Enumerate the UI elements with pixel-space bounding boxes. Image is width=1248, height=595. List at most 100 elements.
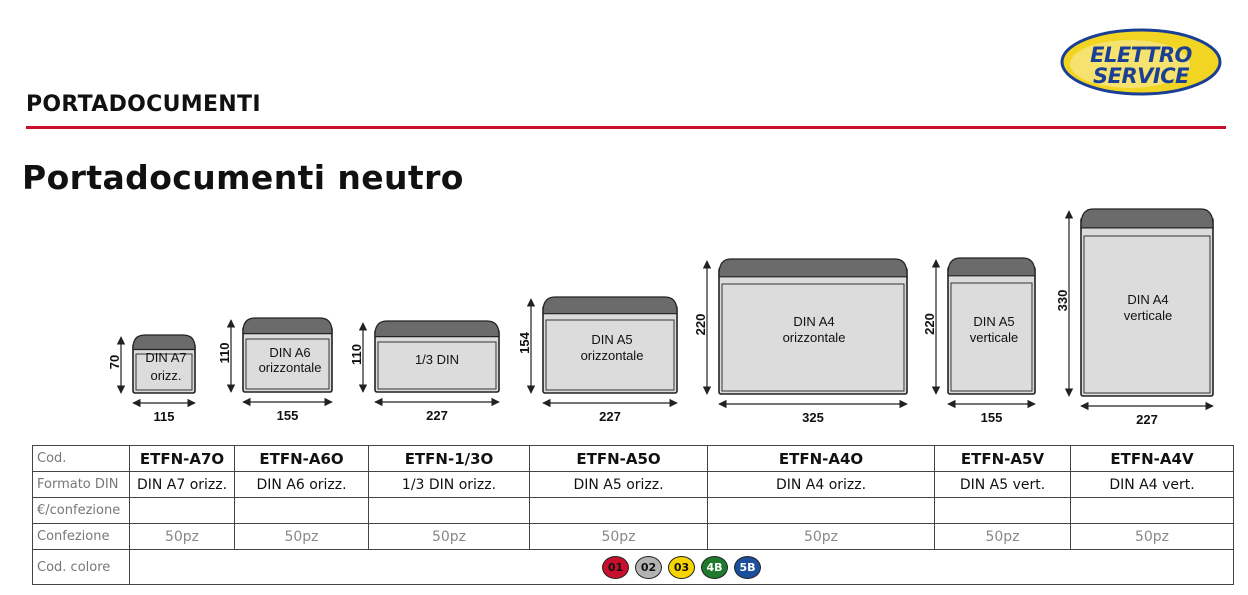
width-dimension-label: 115 (154, 409, 175, 424)
height-dimension-label: 70 (107, 355, 122, 369)
height-dimension-label: 110 (349, 344, 364, 365)
envelope-label: orizz. (150, 368, 181, 383)
price-cell (529, 497, 708, 524)
format-cell: DIN A5 vert. (934, 471, 1071, 498)
packaging-cell: 50pz (707, 523, 935, 550)
envelope-pocket (377, 341, 497, 390)
packaging-cell: 50pz (529, 523, 708, 550)
price-cell (129, 497, 235, 524)
envelope-pocket (245, 338, 330, 390)
envelope-flap (242, 317, 333, 335)
color-code-badge: 4B (701, 555, 728, 579)
packaging-cell: 50pz (934, 523, 1071, 550)
section-title: PORTADOCUMENTI (26, 92, 261, 117)
price-cell (1070, 497, 1234, 524)
table-row-format: Formato DIN DIN A7 orizz. DIN A6 orizz. … (32, 471, 1234, 498)
envelope-flap (1080, 208, 1214, 229)
code-cell: ETFN-1/3O (368, 445, 530, 472)
envelope-label: verticale (1124, 308, 1172, 323)
packaging-cell: 50pz (129, 523, 235, 550)
envelope-label: DIN A4 (793, 314, 834, 329)
color-code-badge: 01 (602, 555, 629, 579)
packaging-cell: 50pz (368, 523, 530, 550)
price-cell (934, 497, 1071, 524)
row-label-packaging: Confezione (32, 523, 130, 550)
product-spec-table: Cod. ETFN-A7O ETFN-A6O ETFN-1/3O ETFN-A5… (32, 445, 1234, 585)
envelope-label: DIN A6 (269, 345, 310, 360)
width-dimension-label: 227 (1136, 412, 1158, 427)
envelope-flap (132, 334, 196, 351)
format-cell: DIN A4 orizz. (707, 471, 935, 498)
envelope-diagram: 1/3 DIN 110 227 (349, 320, 500, 423)
format-cell: DIN A6 orizz. (234, 471, 369, 498)
envelope-pocket (545, 319, 675, 391)
packaging-cell: 50pz (1070, 523, 1234, 550)
width-dimension-label: 155 (981, 410, 1003, 425)
logo-text-bottom: SERVICE (1093, 64, 1189, 88)
width-dimension-label: 227 (426, 408, 448, 423)
row-label-price: €/confezione (32, 497, 130, 524)
envelope-flap (374, 320, 500, 338)
price-cell (707, 497, 935, 524)
envelope-label: orizzontale (581, 348, 644, 363)
width-dimension-label: 325 (802, 410, 824, 425)
height-dimension-label: 220 (693, 314, 708, 336)
row-label-colors: Cod. colore (32, 549, 130, 585)
envelope-flap (947, 257, 1036, 277)
format-cell: DIN A7 orizz. (129, 471, 235, 498)
height-dimension-label: 110 (217, 343, 232, 364)
envelope-label: orizzontale (783, 330, 846, 345)
envelope-pocket (1083, 235, 1211, 394)
packaging-cell: 50pz (234, 523, 369, 550)
envelope-label: 1/3 DIN (415, 352, 459, 367)
width-dimension-label: 227 (599, 409, 621, 424)
row-label-format: Formato DIN (32, 471, 130, 498)
page-title: Portadocumenti neutro (22, 158, 464, 197)
envelope-label: verticale (970, 330, 1018, 345)
envelope-pocket (135, 353, 193, 391)
code-cell: ETFN-A4V (1070, 445, 1234, 472)
format-cell: DIN A5 orizz. (529, 471, 708, 498)
price-cell (234, 497, 369, 524)
envelope-label: DIN A5 (973, 314, 1014, 329)
format-cell: DIN A4 vert. (1070, 471, 1234, 498)
code-cell: ETFN-A5V (934, 445, 1071, 472)
code-cell: ETFN-A4O (707, 445, 935, 472)
elettro-service-logo: ELETTRO SERVICE (1060, 28, 1222, 96)
logo-text-top: ELETTRO (1090, 43, 1192, 67)
section-divider (26, 126, 1226, 129)
height-dimension-label: 154 (517, 331, 532, 353)
table-row-price: €/confezione (32, 497, 1234, 524)
logo-emblem (1060, 28, 1222, 96)
envelope-pocket (950, 282, 1033, 392)
color-code-badge: 5B (734, 555, 761, 579)
envelope-label: orizzontale (259, 360, 322, 375)
height-dimension-label: 220 (922, 313, 937, 335)
color-code-badge: 02 (635, 555, 662, 579)
envelope-label: DIN A4 (1127, 292, 1168, 307)
envelope-flap (718, 258, 908, 278)
price-cell (368, 497, 530, 524)
envelope-label: DIN A5 (591, 332, 632, 347)
color-code-badge: 03 (668, 555, 695, 579)
height-dimension-label: 330 (1055, 290, 1070, 312)
table-row-packaging: Confezione 50pz 50pz 50pz 50pz 50pz 50pz… (32, 523, 1234, 550)
envelope-flap (542, 296, 678, 315)
envelope-pocket (721, 283, 905, 392)
code-cell: ETFN-A6O (234, 445, 369, 472)
table-row-codes: Cod. ETFN-A7O ETFN-A6O ETFN-1/3O ETFN-A5… (32, 445, 1234, 472)
row-label-code: Cod. (32, 445, 130, 472)
width-dimension-label: 155 (277, 408, 299, 423)
code-cell: ETFN-A5O (529, 445, 708, 472)
format-cell: 1/3 DIN orizz. (368, 471, 530, 498)
